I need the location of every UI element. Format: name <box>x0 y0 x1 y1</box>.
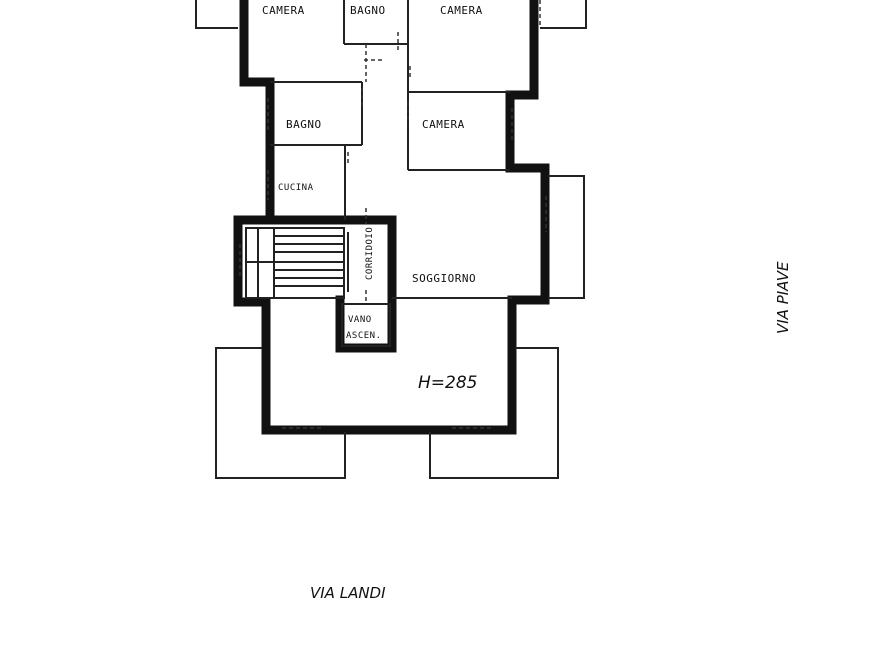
room-label-bagno-mid: BAGNO <box>286 118 322 131</box>
doors <box>347 32 411 304</box>
room-label-camera-left: CAMERA <box>262 4 305 17</box>
room-label-soggiorno: SOGGIORNO <box>412 272 476 285</box>
street-label-bottom: VIA LANDI <box>310 584 386 602</box>
top-balconies <box>195 0 587 29</box>
ceiling-height-note: H=285 <box>418 373 477 393</box>
room-label-camera-right: CAMERA <box>440 4 483 17</box>
balconies <box>215 175 585 479</box>
room-label-camera-mid: CAMERA <box>422 118 465 131</box>
interior-walls <box>270 0 512 299</box>
staircase <box>245 227 345 299</box>
room-label-vano-line2: ASCEN. <box>346 331 382 341</box>
elevator-shaft <box>341 303 391 347</box>
street-label-right: VIA PIAVE <box>774 261 792 334</box>
exterior-walls <box>233 0 550 435</box>
windows <box>239 98 547 429</box>
room-label-landing: CORRIDOIO <box>365 227 375 280</box>
room-label-cucina: CUCINA <box>278 183 314 193</box>
room-label-vano-line1: VANO <box>348 315 372 325</box>
room-label-bagno-top: BAGNO <box>350 4 386 17</box>
